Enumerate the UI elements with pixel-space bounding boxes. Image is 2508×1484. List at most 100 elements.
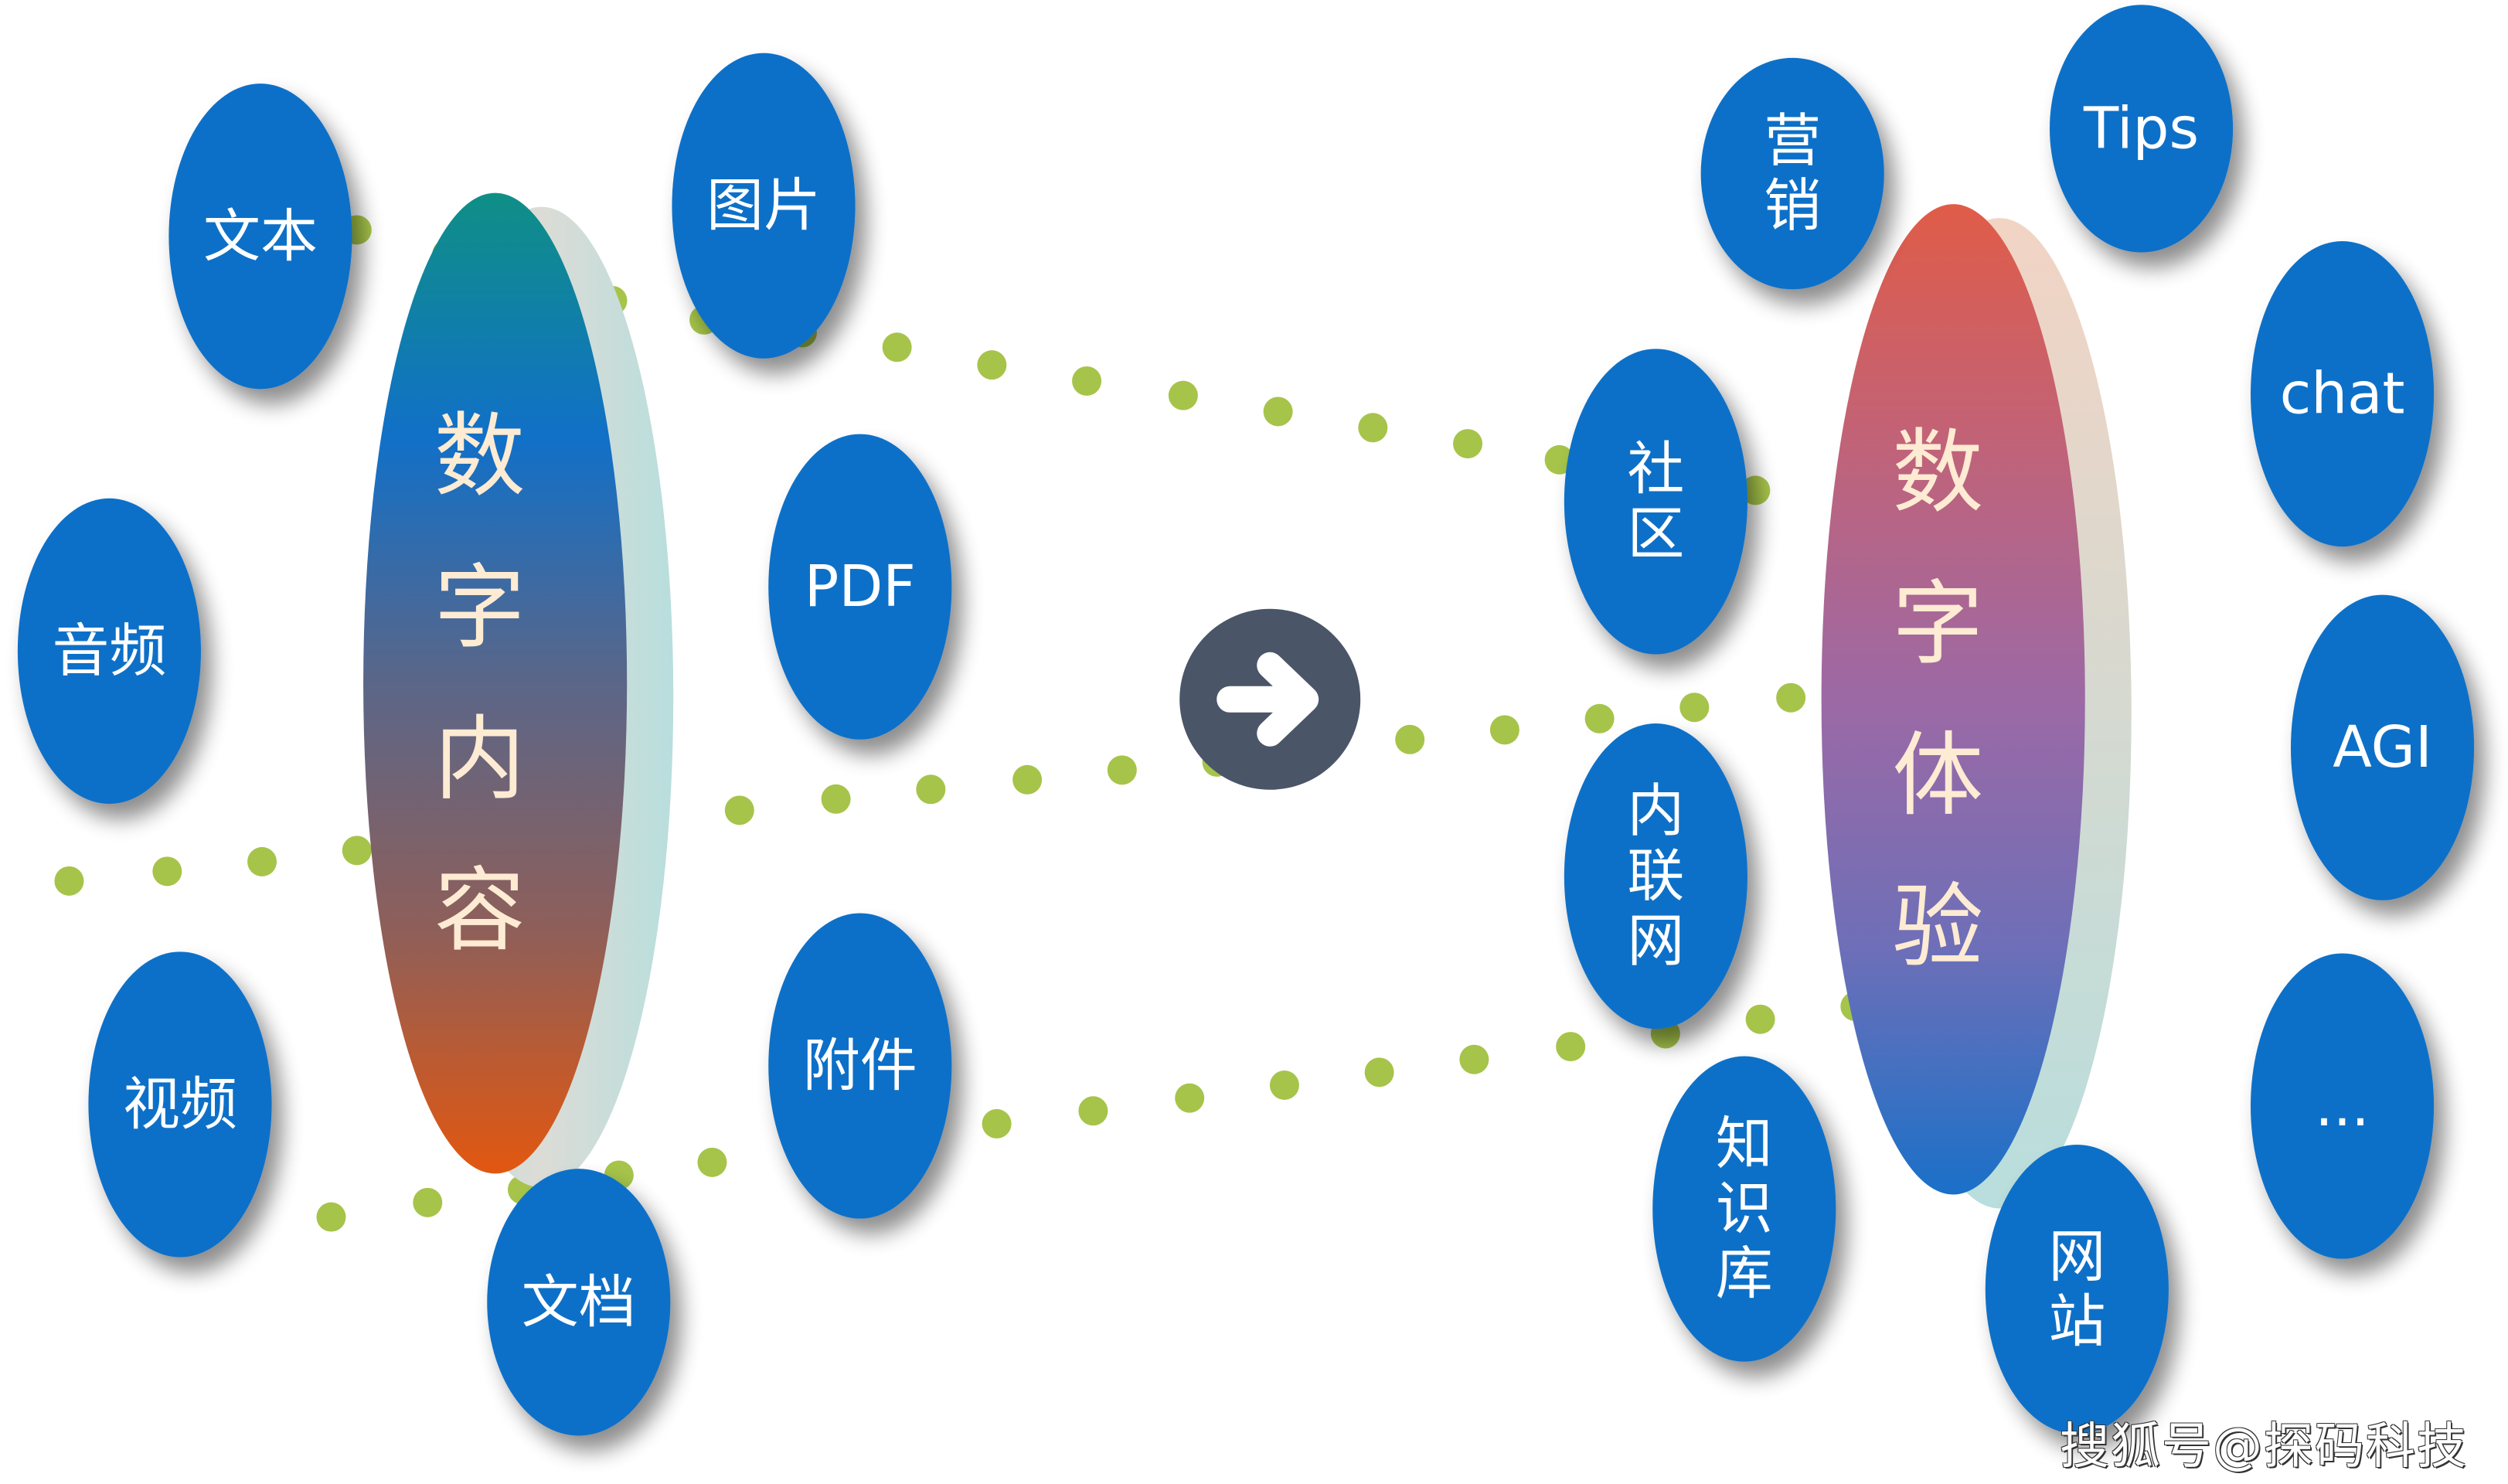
connector-dot bbox=[1012, 764, 1043, 795]
node-website[interactable]: 网站 bbox=[1985, 1144, 2169, 1435]
left-hub-digital-content-label-char: 数 bbox=[434, 403, 526, 509]
node-intranet-label: 网 bbox=[1627, 908, 1684, 975]
connector-dot bbox=[1175, 1083, 1205, 1113]
node-tips-bubble bbox=[2050, 5, 2234, 253]
node-intranet-label: 内 bbox=[1627, 778, 1684, 845]
node-audio-bubble bbox=[17, 498, 201, 804]
connector-dot bbox=[882, 332, 912, 362]
node-intranet-bubble bbox=[1564, 723, 1747, 1030]
left-hub-digital-content-label-char: 内 bbox=[434, 706, 526, 812]
node-document-bubble bbox=[487, 1169, 671, 1436]
node-video-bubble bbox=[88, 951, 272, 1258]
node-pdf-bubble bbox=[768, 434, 952, 740]
connector-dot bbox=[1269, 1070, 1299, 1100]
node-agi[interactable]: AGI bbox=[2291, 594, 2475, 900]
node-tips[interactable]: Tips bbox=[2050, 5, 2234, 253]
node-knowledge-base-label: 知 bbox=[1716, 1111, 1773, 1177]
node-community-label: 区 bbox=[1627, 501, 1684, 567]
connector-dot bbox=[152, 856, 182, 887]
right-hub-digital-experience-label-char: 验 bbox=[1892, 873, 1983, 980]
right-hub-digital-experience-label-char: 字 bbox=[1892, 570, 1983, 677]
right-hub-digital-experience-body bbox=[1821, 204, 2085, 1195]
connector-dot bbox=[1741, 475, 1771, 505]
connector-dot bbox=[1459, 1044, 1489, 1074]
node-chat[interactable]: chat bbox=[2251, 241, 2435, 547]
connector-dot bbox=[1168, 380, 1198, 410]
node-chat-label: chat bbox=[2280, 361, 2405, 427]
connector-dot bbox=[1358, 413, 1388, 443]
connector-dot bbox=[1263, 397, 1293, 427]
connector-dot bbox=[1776, 682, 1806, 713]
node-more-bubble bbox=[2251, 953, 2435, 1259]
node-document[interactable]: 文档 bbox=[487, 1169, 671, 1436]
node-chat-bubble bbox=[2251, 241, 2435, 547]
node-marketing[interactable]: 营销 bbox=[1700, 57, 1884, 290]
connector-dot bbox=[413, 1187, 443, 1217]
connector-dot bbox=[1453, 429, 1483, 459]
node-more-label: ... bbox=[2315, 1073, 2370, 1139]
connector-dot bbox=[1556, 1032, 1586, 1062]
node-community-label: 社 bbox=[1627, 436, 1684, 502]
node-knowledge-base-label: 识 bbox=[1716, 1176, 1773, 1242]
connector-dot bbox=[1107, 755, 1137, 785]
connector-dot bbox=[724, 795, 754, 825]
left-hub-digital-content-label-char: 字 bbox=[434, 554, 526, 661]
connector-dot bbox=[1395, 724, 1425, 754]
node-agi-label: AGI bbox=[2333, 714, 2432, 781]
connector-dot bbox=[1072, 366, 1102, 396]
connector-dot bbox=[916, 774, 946, 805]
node-community[interactable]: 社区 bbox=[1564, 349, 1747, 655]
node-tips-label: Tips bbox=[2083, 95, 2199, 162]
watermark: 搜狐号@探码科技 bbox=[2060, 1418, 2468, 1475]
connector-dot bbox=[316, 1202, 346, 1232]
connector-dot bbox=[54, 866, 84, 896]
left-hub-digital-content-body bbox=[363, 192, 628, 1174]
node-text[interactable]: 文本 bbox=[168, 83, 352, 390]
node-website-label: 网 bbox=[2048, 1224, 2105, 1290]
node-audio-label: 音频 bbox=[52, 618, 166, 684]
connector-dot bbox=[342, 836, 372, 866]
node-community-bubble bbox=[1564, 349, 1747, 655]
node-website-bubble bbox=[1985, 1144, 2169, 1435]
node-text-bubble bbox=[168, 83, 352, 390]
node-attachment-bubble bbox=[768, 913, 952, 1219]
node-intranet[interactable]: 内联网 bbox=[1564, 723, 1747, 1030]
node-pdf-label: PDF bbox=[805, 553, 916, 620]
node-knowledge-base[interactable]: 知识库 bbox=[1652, 1056, 1836, 1362]
node-document-label: 文档 bbox=[522, 1269, 636, 1336]
node-knowledge-base-label: 库 bbox=[1716, 1241, 1773, 1307]
node-marketing-bubble bbox=[1700, 57, 1884, 290]
connector-dot bbox=[821, 784, 851, 814]
node-marketing-label: 营 bbox=[1764, 108, 1821, 175]
node-video[interactable]: 视频 bbox=[88, 951, 272, 1258]
connector-dot bbox=[1584, 703, 1615, 733]
node-marketing-label: 销 bbox=[1764, 173, 1821, 240]
node-knowledge-base-bubble bbox=[1652, 1056, 1836, 1362]
node-text-label: 文本 bbox=[203, 203, 318, 270]
connector-dot bbox=[1489, 715, 1519, 745]
left-hub-digital-content-label-char: 容 bbox=[434, 857, 526, 964]
connector-dot bbox=[247, 846, 277, 876]
node-audio[interactable]: 音频 bbox=[17, 498, 201, 804]
node-website-label: 站 bbox=[2048, 1288, 2105, 1355]
connector-dot bbox=[1364, 1057, 1394, 1087]
node-image[interactable]: 图片 bbox=[672, 53, 856, 359]
center-arrow-button[interactable] bbox=[1179, 608, 1361, 790]
node-attachment[interactable]: 附件 bbox=[768, 913, 952, 1219]
node-intranet-label: 联 bbox=[1627, 843, 1684, 910]
connector-dot bbox=[977, 350, 1007, 380]
node-video-label: 视频 bbox=[123, 1071, 237, 1138]
connector-dot bbox=[1679, 693, 1710, 723]
node-image-bubble bbox=[672, 53, 856, 359]
node-more[interactable]: ... bbox=[2251, 953, 2435, 1259]
right-hub-digital-experience-label-char: 体 bbox=[1892, 722, 1983, 829]
node-agi-bubble bbox=[2291, 594, 2475, 900]
node-image-label: 图片 bbox=[706, 172, 821, 239]
node-pdf[interactable]: PDF bbox=[768, 434, 952, 740]
node-attachment-label: 附件 bbox=[803, 1033, 917, 1099]
